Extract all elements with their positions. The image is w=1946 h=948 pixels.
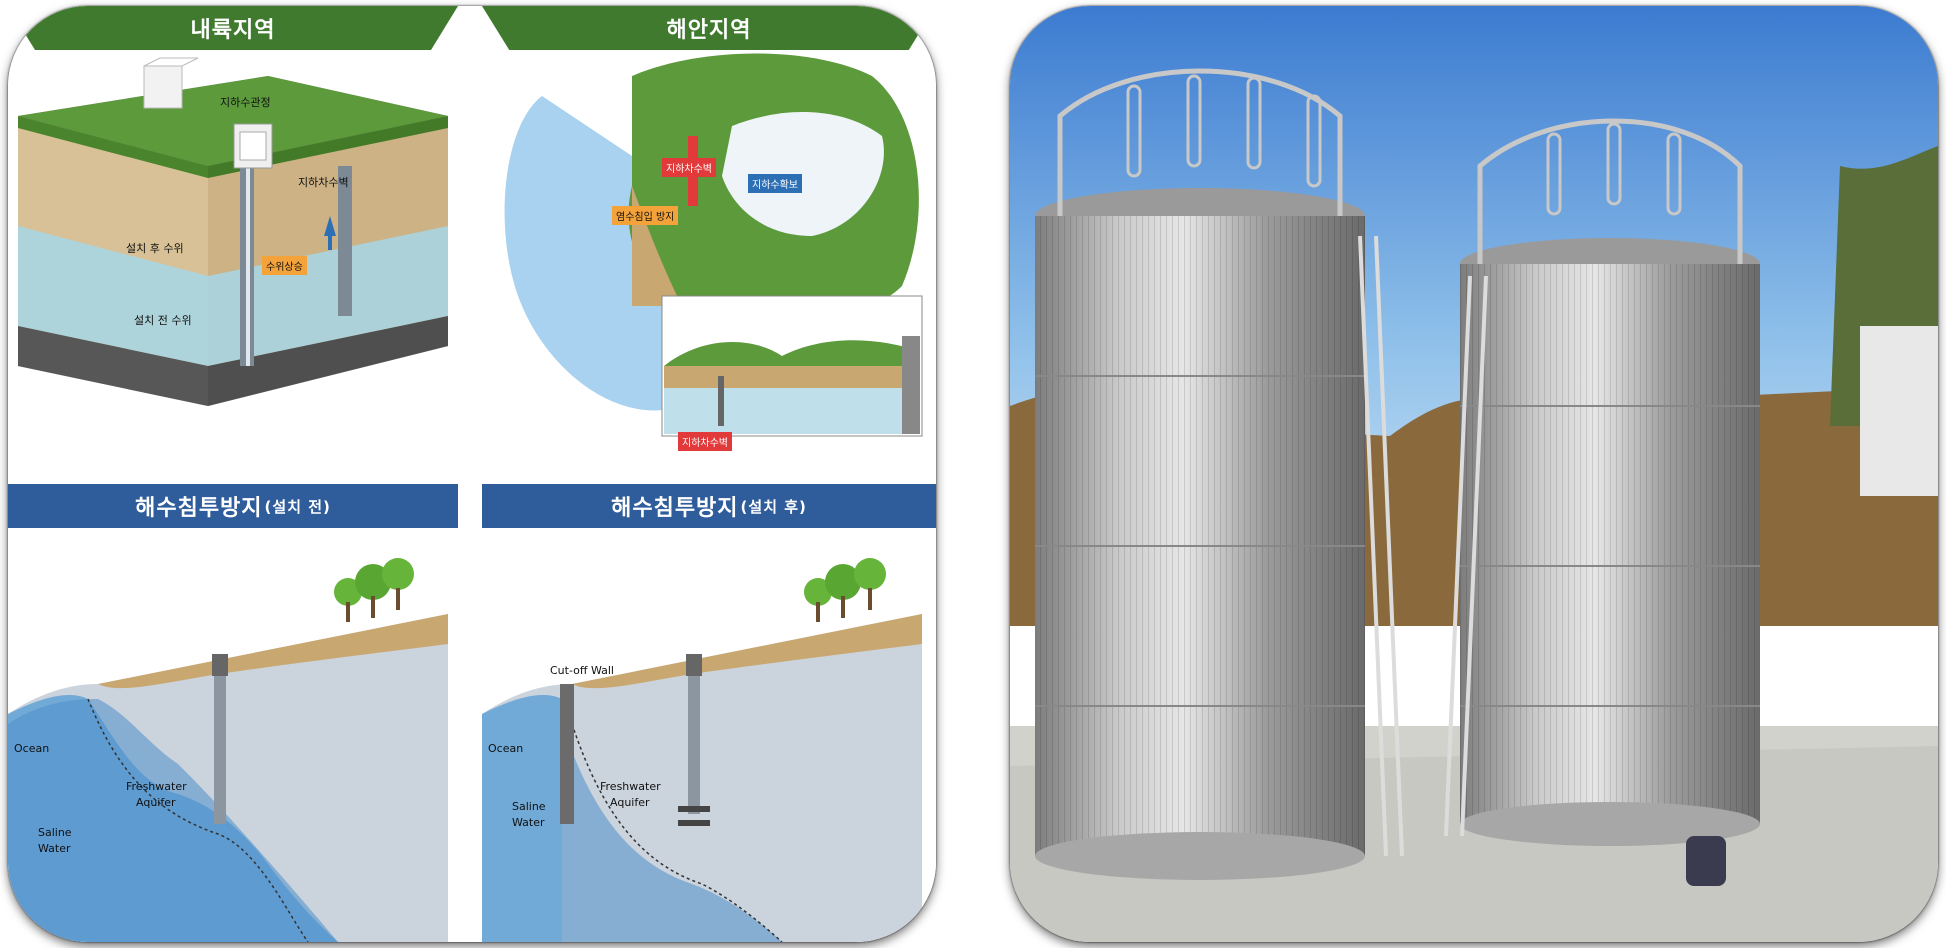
after-ocean-label: Ocean — [488, 742, 524, 755]
groundwater-secured-tag: 지하수확보 — [748, 174, 802, 193]
level-before-label: 설치 전 수위 — [134, 314, 192, 327]
level-after-label: 설치 후 수위 — [126, 242, 184, 255]
dam-wall-label: 지하차수벽 — [298, 176, 349, 189]
before-saline-line1: Saline — [38, 826, 72, 839]
before-aquifer-line1: Freshwater — [126, 780, 187, 793]
after-title-main: 해수침투방지 — [611, 496, 739, 521]
after-aquifer-line2: Aquifer — [610, 796, 650, 809]
horizontal-divider — [8, 461, 936, 479]
after-aquifer-line1: Freshwater — [600, 780, 661, 793]
left-tank — [1035, 68, 1404, 880]
bedrock-label: 기반암 — [150, 402, 181, 415]
before-aquifer-line2: Aquifer — [136, 796, 176, 809]
after-cutoff-label: Cut-off Wall — [550, 664, 614, 677]
before-title: 해수침투방지(설치 전) — [8, 484, 458, 528]
coastal-panel: 해안지역 지하차수벽 지하수확보 염수침입 방지 지하차수벽 — [482, 6, 936, 456]
inset-dam-wall-tag: 지하차수벽 — [678, 432, 732, 451]
observation-well-label: 지하수관정 — [220, 96, 271, 109]
after-saline-line2: Water — [512, 816, 545, 829]
after-cross-section — [482, 528, 936, 942]
after-title-sub: (설치 후) — [740, 497, 807, 516]
before-title-main: 해수침투방지 — [135, 496, 263, 521]
before-title-sub: (설치 전) — [264, 497, 331, 516]
photo-frame — [1010, 6, 1938, 942]
right-tank — [1444, 118, 1760, 846]
after-title: 해수침투방지(설치 후) — [482, 484, 936, 528]
coastal-title: 해안지역 — [482, 6, 936, 50]
diagram-frame: 내륙지역 지하수관정 지하차 — [8, 6, 936, 942]
water-tanks-photo — [1010, 6, 1938, 942]
inland-title: 내륙지역 — [8, 6, 458, 50]
salt-intrusion-tag: 염수침입 방지 — [612, 206, 679, 225]
level-rise-tag: 수위상승 — [262, 256, 307, 275]
before-cross-section — [8, 528, 458, 942]
after-saline-line1: Saline — [512, 800, 546, 813]
before-saline-line2: Water — [38, 842, 71, 855]
inland-illustration — [18, 57, 448, 406]
coastal-illustration — [504, 53, 923, 437]
before-panel: 해수침투방지(설치 전) Ocean Freshwater Aquifer Sa… — [8, 484, 458, 942]
before-ocean-label: Ocean — [14, 742, 50, 755]
after-panel: 해수침투방지(설치 후) Cut-off Wall Ocean Freshwat… — [482, 484, 936, 942]
coastal-dam-wall-tag: 지하차수벽 — [662, 158, 716, 177]
inland-panel: 내륙지역 지하수관정 지하차 — [8, 6, 458, 456]
